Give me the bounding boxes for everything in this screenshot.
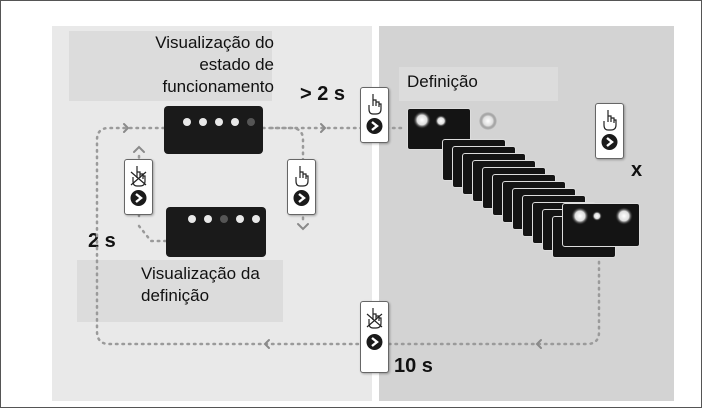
status-display <box>164 106 263 154</box>
two-seconds-label: 2 s <box>88 230 116 252</box>
next-arrow-icon <box>366 118 383 134</box>
crossed-hand-icon <box>130 166 147 187</box>
next-arrow-icon <box>130 190 147 206</box>
ten-seconds-label: 10 s <box>394 355 433 377</box>
setting-label: Definição <box>407 72 478 91</box>
chevron-left-icon <box>263 339 270 349</box>
crossed-hand-icon <box>366 308 383 329</box>
next-arrow-icon <box>601 134 618 150</box>
repeat-x-label: x <box>631 159 643 181</box>
outer-loop-path <box>95 126 601 346</box>
no-press-card-left <box>124 159 153 215</box>
press-card-middle <box>287 159 316 215</box>
hold-2s-label: > 2 s <box>300 83 346 105</box>
lower-left-path <box>137 224 173 243</box>
press-card-repeat <box>595 103 624 159</box>
setting-view-display <box>166 207 266 257</box>
setting-view-label-box <box>77 260 283 322</box>
pointing-hand-icon <box>603 110 617 131</box>
no-press-card-bottom <box>360 301 389 373</box>
status-label-box <box>69 31 272 101</box>
pointing-hand-icon <box>295 166 309 187</box>
next-arrow-icon <box>366 334 383 350</box>
next-arrow-icon <box>293 190 310 206</box>
chevron-left-icon <box>535 339 542 349</box>
status-view-label: Visualização do estado de funcionamento <box>155 33 274 96</box>
chevron-right-icon <box>123 123 130 133</box>
chevron-down-icon <box>297 223 309 231</box>
right-inner-path <box>269 126 305 225</box>
pointing-hand-icon <box>368 94 382 115</box>
setting-view-label: Visualização da definição <box>141 264 260 305</box>
press-hold-card <box>360 87 389 143</box>
chevron-right-icon <box>320 123 327 133</box>
setting-label-box <box>399 67 558 101</box>
chevron-up-icon <box>133 145 145 153</box>
